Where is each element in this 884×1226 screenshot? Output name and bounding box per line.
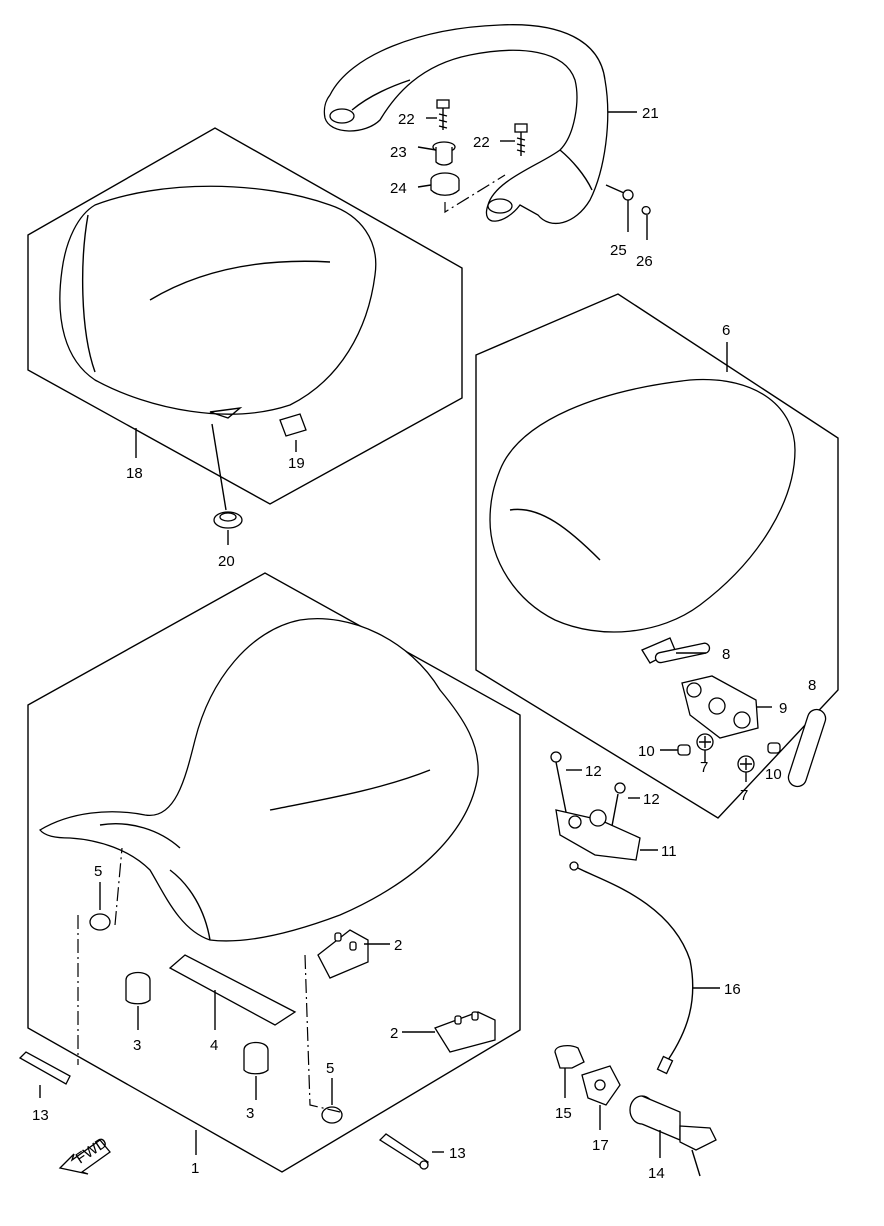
callout-12a: 12	[585, 763, 602, 780]
callout-8a: 8	[722, 646, 730, 663]
callout-13b: 13	[449, 1145, 466, 1162]
bracket-17	[581, 1065, 621, 1130]
callout-2b: 2	[390, 1025, 398, 1042]
callout-5b: 5	[326, 1060, 334, 1077]
bolt-12b	[611, 782, 640, 827]
group-outline-6	[475, 293, 839, 819]
bolt-13b	[378, 1133, 444, 1170]
callout-10b: 10	[765, 766, 782, 783]
bolt-22a	[436, 99, 450, 130]
callout-5a: 5	[94, 863, 102, 880]
callout-2a: 2	[394, 937, 402, 954]
callout-18: 18	[126, 465, 143, 482]
grab-rail-21	[323, 24, 609, 224]
leader-23	[417, 146, 437, 151]
damper-2a	[317, 929, 369, 979]
callout-17: 17	[592, 1137, 609, 1154]
group-outline-18	[27, 127, 463, 505]
callout-7b: 7	[740, 787, 748, 804]
bolt-12a	[550, 751, 582, 813]
clip-15	[554, 1045, 585, 1098]
callout-16: 16	[724, 981, 741, 998]
bolt-25	[605, 184, 634, 232]
passenger-seat	[59, 185, 377, 419]
grommet-5a	[77, 847, 123, 1065]
group-outline-1	[27, 572, 521, 1173]
callout-4: 4	[210, 1037, 218, 1054]
tray-4	[168, 954, 297, 1030]
nut-26	[641, 206, 651, 240]
bolt-13a	[18, 1051, 71, 1098]
cushion-3b	[243, 1041, 269, 1100]
cushion-24	[430, 172, 506, 214]
callout-12b: 12	[643, 791, 660, 808]
rear-seat	[489, 378, 796, 664]
callout-labels: 1 2 2 3 3 4 5 5 6 7 7 8 8 9 10 10 11 12 …	[32, 105, 816, 1182]
bolt-22b	[514, 123, 528, 156]
cable-16	[569, 861, 720, 1075]
callout-21: 21	[642, 105, 659, 122]
callout-22a: 22	[398, 111, 415, 128]
callout-20: 20	[218, 553, 235, 570]
washer-7a	[696, 733, 714, 762]
callout-14: 14	[648, 1165, 665, 1182]
collar-23	[432, 141, 456, 166]
callout-15: 15	[555, 1105, 572, 1122]
seat-lock-11	[555, 809, 658, 861]
callout-23: 23	[390, 144, 407, 161]
callout-3a: 3	[133, 1037, 141, 1054]
strap-8b	[787, 708, 827, 788]
callout-24: 24	[390, 180, 407, 197]
leader-24	[417, 184, 432, 188]
seat-bumper-19	[279, 413, 307, 452]
nut-10a	[677, 744, 691, 756]
grommet-20	[211, 423, 243, 545]
callout-3b: 3	[246, 1105, 254, 1122]
callout-10a: 10	[638, 743, 655, 760]
callout-26: 26	[636, 253, 653, 270]
washer-7b	[737, 755, 755, 782]
callout-8b: 8	[808, 677, 816, 694]
cushion-3a	[125, 971, 151, 1030]
callout-9: 9	[779, 700, 787, 717]
callout-22b: 22	[473, 134, 490, 151]
fwd-arrow-icon: FWD	[58, 1134, 111, 1175]
callout-11: 11	[661, 843, 677, 860]
grommet-5b	[304, 954, 343, 1124]
damper-2b	[434, 1011, 496, 1053]
front-seat	[39, 618, 479, 942]
bracket-9	[681, 675, 759, 739]
callout-19: 19	[288, 455, 305, 472]
nut-10b	[767, 742, 781, 754]
callout-13a: 13	[32, 1107, 49, 1124]
lock-cylinder-14	[629, 1095, 717, 1177]
callout-25: 25	[610, 242, 627, 259]
callout-6: 6	[722, 322, 730, 339]
callout-7a: 7	[700, 759, 708, 776]
callout-1: 1	[191, 1160, 199, 1177]
